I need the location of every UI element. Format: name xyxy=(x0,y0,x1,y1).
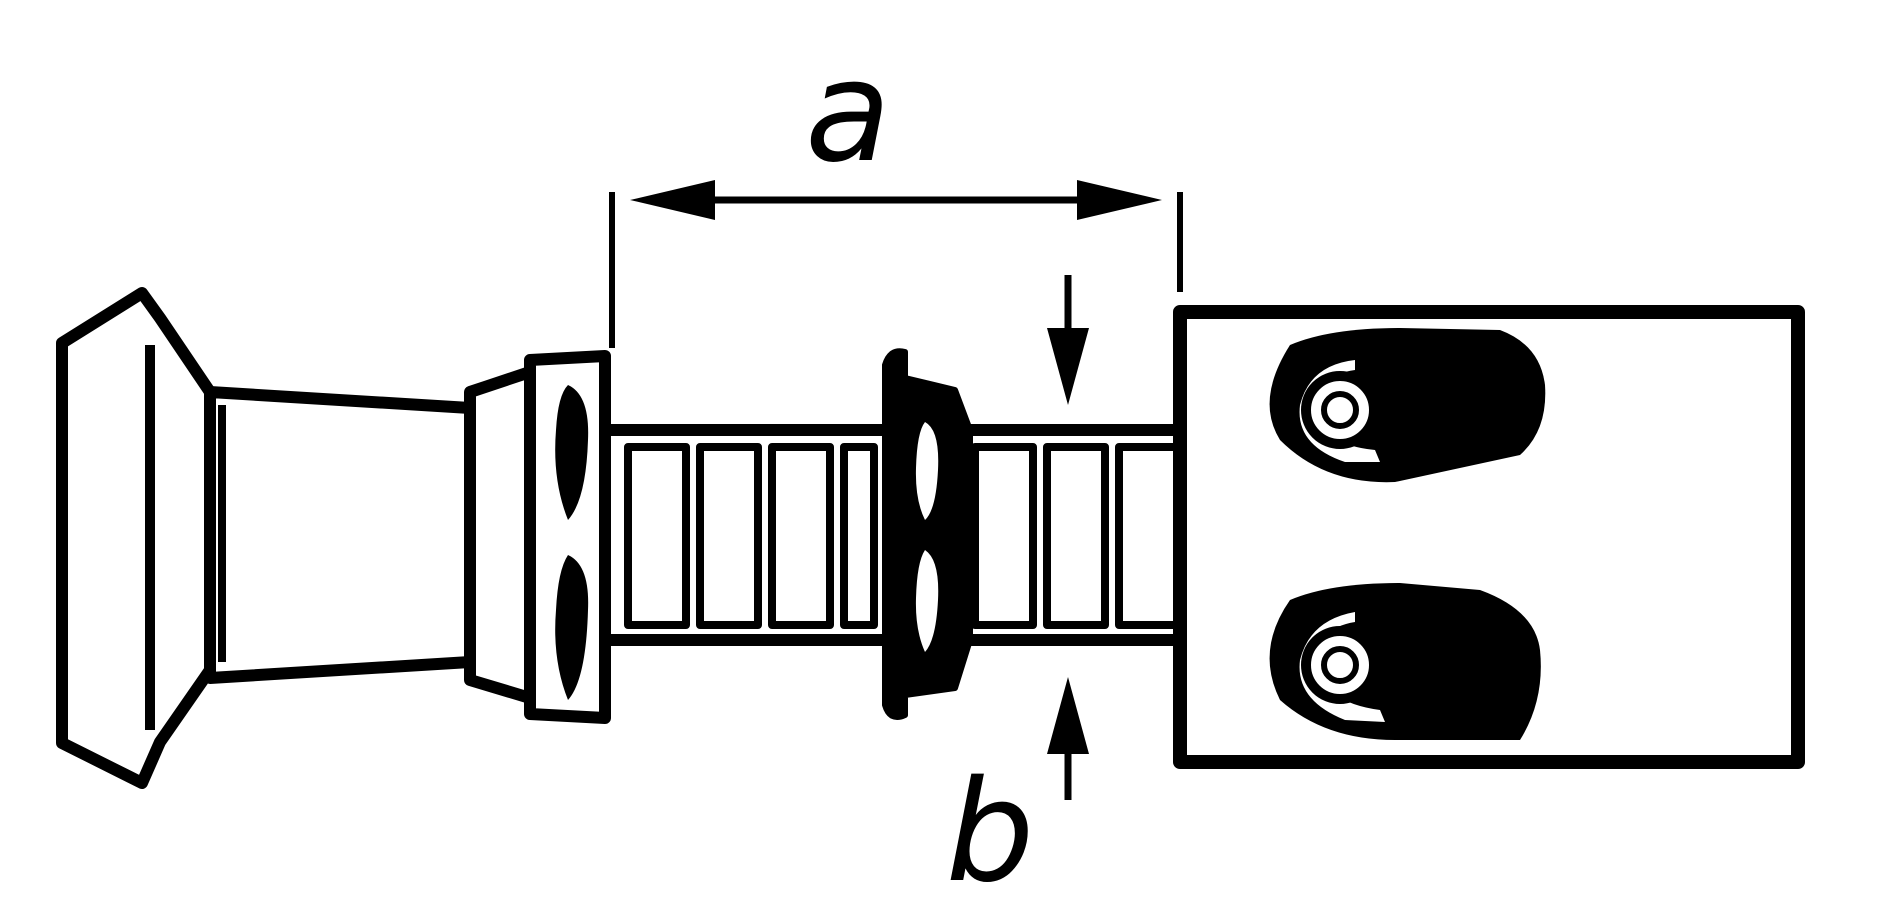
nut-body xyxy=(882,348,973,720)
knob-collar-slot-lower xyxy=(555,555,589,700)
knob-collar-slot-upper xyxy=(555,385,589,520)
thread-segment xyxy=(696,443,762,629)
thread-segment xyxy=(840,443,878,629)
nut-highlight-upper xyxy=(915,422,939,520)
dimension-a-arrow-left xyxy=(630,180,715,220)
switch-housing xyxy=(1173,305,1805,769)
thread-segment xyxy=(971,443,1037,629)
dimension-b-arrow-down xyxy=(1047,328,1089,405)
terminal-upper-screw-hole xyxy=(1321,391,1359,429)
nut-highlight-lower xyxy=(915,550,939,652)
thread-segment xyxy=(768,443,834,629)
terminal-lower-screw-hole xyxy=(1321,646,1359,684)
knob-shank xyxy=(204,386,476,684)
thread-segment xyxy=(1115,443,1181,629)
knob-collar-outer xyxy=(464,366,536,704)
mounting-nut xyxy=(882,348,973,720)
dimension-b-label: b xyxy=(946,751,1035,914)
thread-segment xyxy=(624,443,690,629)
pull-knob xyxy=(56,287,611,789)
thread-segment xyxy=(1043,443,1109,629)
terminal-lower xyxy=(1269,583,1541,740)
dimension-a: a xyxy=(609,31,1183,348)
dimension-a-arrow-right xyxy=(1077,180,1162,220)
dimension-b-arrow-up xyxy=(1047,677,1089,754)
dimension-b: b xyxy=(946,275,1089,914)
terminal-upper xyxy=(1269,328,1546,483)
dimension-a-label: a xyxy=(805,31,891,194)
knob-end-face xyxy=(56,287,216,789)
